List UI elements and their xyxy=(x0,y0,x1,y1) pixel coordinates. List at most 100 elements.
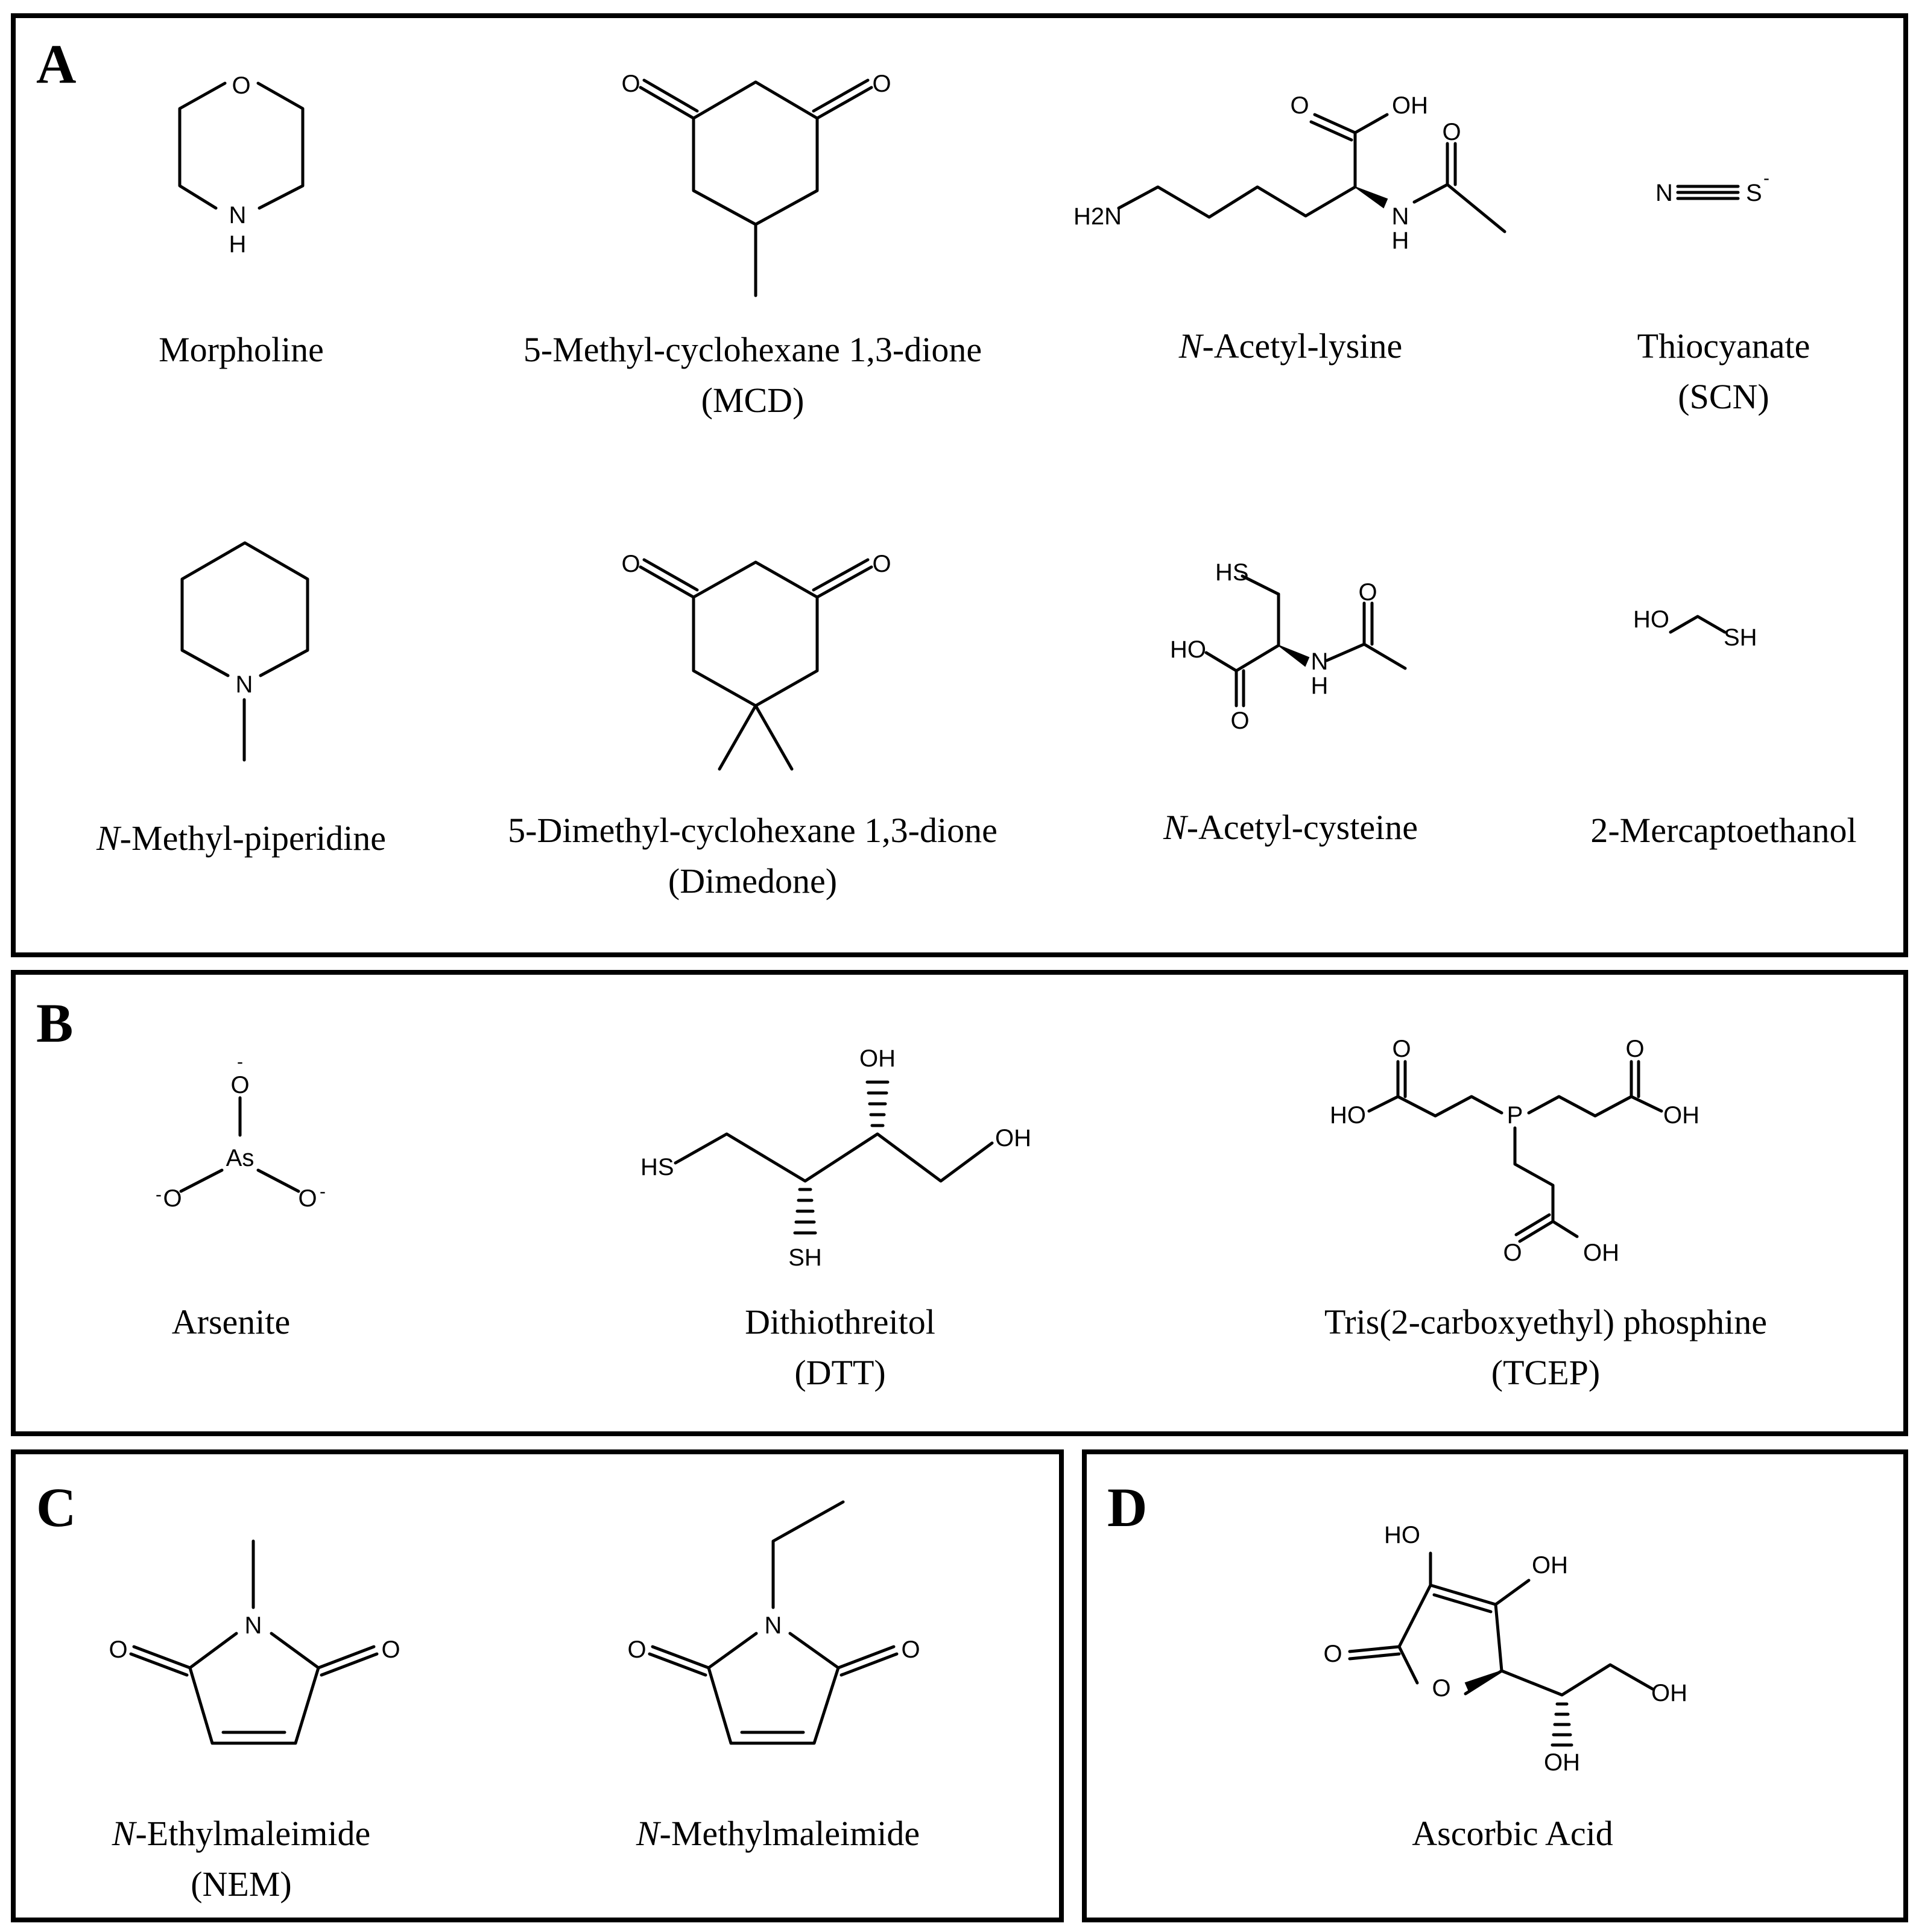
ascorbic-structure: HO OH O O OH OH xyxy=(1323,1522,1687,1776)
acetyl-cysteine-hs: HS xyxy=(1215,559,1249,586)
methyl-piperidine-name: -Methyl-piperidine xyxy=(119,819,387,858)
acetyl-lysine-h: H xyxy=(1392,227,1409,254)
nem-o-left: O xyxy=(109,1636,127,1663)
acetyl-lysine-oh: OH xyxy=(1392,92,1428,119)
mcd-caption: 5-Methyl-cyclohexane 1,3-dione (MCD) xyxy=(523,325,982,426)
panel-a-label: A xyxy=(36,33,77,95)
thiocyanate-charge: - xyxy=(1763,168,1769,188)
mercaptoethanol-caption: 2-Mercaptoethanol xyxy=(1590,805,1856,856)
tcep-ho-left: HO xyxy=(1330,1102,1366,1129)
arsenite-o-top: O xyxy=(230,1072,249,1098)
thiocyanate-s: S xyxy=(1746,180,1762,206)
tcep-name: Tris(2-carboxyethyl) phosphine xyxy=(1324,1302,1768,1341)
acetyl-lysine-name: -Acetyl-lysine xyxy=(1202,326,1403,366)
panel-b-label: B xyxy=(36,992,74,1054)
ascorbic-o-carbonyl: O xyxy=(1323,1641,1342,1667)
arsenite-name: Arsenite xyxy=(171,1302,291,1341)
mcd-structure: O O xyxy=(621,71,891,297)
mercaptoethanol-ho: HO xyxy=(1633,606,1669,633)
morpholine-structure: O N H xyxy=(178,72,305,258)
panel-d: D xyxy=(1082,1449,1908,1922)
acetyl-cysteine-h: H xyxy=(1311,673,1329,699)
morpholine-name: Morpholine xyxy=(159,330,324,369)
nmm-o-left: O xyxy=(627,1636,646,1663)
mcd-abbr: (MCD) xyxy=(701,381,805,420)
nmm-structure: N O O xyxy=(627,1500,920,1745)
arsenite-structure: - O As - O O - xyxy=(156,1052,326,1212)
acetyl-lysine-o-carbonyl: O xyxy=(1290,92,1309,119)
morpholine-caption: Morpholine xyxy=(159,325,324,375)
methyl-piperidine-n: N xyxy=(236,671,253,698)
dtt-structure: HS SH OH OH xyxy=(640,1045,1031,1271)
ascorbic-oh-bottom: OH xyxy=(1544,1749,1580,1776)
tcep-o-bottom: O xyxy=(1503,1240,1522,1266)
thiocyanate-name: Thiocyanate xyxy=(1637,326,1810,366)
nmm-name: -Methylmaleimide xyxy=(659,1814,920,1853)
nem-caption: N-Ethylmaleimide (NEM) xyxy=(112,1808,370,1910)
nmm-caption: N-Methylmaleimide xyxy=(636,1808,920,1859)
tcep-o-right: O xyxy=(1625,1036,1644,1062)
nem-prefix: N xyxy=(112,1814,136,1853)
thiocyanate-structure: N S - xyxy=(1655,168,1769,206)
thiocyanate-n: N xyxy=(1655,180,1673,206)
dtt-oh-top: OH xyxy=(859,1045,896,1072)
thiocyanate-abbr: (SCN) xyxy=(1678,377,1769,417)
arsenite-caption: Arsenite xyxy=(172,1297,291,1348)
morpholine-o-atom: O xyxy=(232,72,250,99)
nmm-prefix: N xyxy=(636,1814,660,1853)
acetyl-lysine-prefix: N xyxy=(1178,326,1203,366)
dimedone-o-left: O xyxy=(621,551,640,577)
acetyl-cysteine-prefix: N xyxy=(1163,808,1187,847)
nmm-o-right: O xyxy=(901,1636,920,1663)
morpholine-h-atom: H xyxy=(229,231,247,258)
acetyl-lysine-o-amide: O xyxy=(1442,119,1461,145)
tcep-o-left: O xyxy=(1392,1036,1411,1062)
dimedone-o-right: O xyxy=(872,551,891,577)
panel-d-label: D xyxy=(1107,1477,1148,1538)
acetyl-lysine-caption: N-Acetyl-lysine xyxy=(1179,321,1402,372)
mercaptoethanol-sh: SH xyxy=(1724,624,1757,651)
ascorbic-oh-right: OH xyxy=(1651,1680,1687,1706)
acetyl-lysine-structure: H2N O OH O N H xyxy=(1073,92,1506,254)
arsenite-charge-right: - xyxy=(320,1182,326,1202)
panel-c: C xyxy=(11,1449,1064,1922)
tcep-oh-bottom: OH xyxy=(1583,1240,1619,1266)
dimedone-structure: O O xyxy=(621,551,891,771)
morpholine-n-atom: N xyxy=(229,202,247,229)
acetyl-cysteine-caption: N-Acetyl-cysteine xyxy=(1163,802,1418,853)
acetyl-cysteine-o-amide: O xyxy=(1358,579,1377,606)
methyl-piperidine-structure: N xyxy=(180,541,309,762)
arsenite-o-left: O xyxy=(163,1185,182,1212)
nem-abbr: (NEM) xyxy=(191,1864,292,1904)
methyl-piperidine-prefix: N xyxy=(96,819,120,858)
thiocyanate-caption: Thiocyanate (SCN) xyxy=(1637,321,1810,422)
mcd-o-left: O xyxy=(621,71,640,97)
mcd-name: 5-Methyl-cyclohexane 1,3-dione xyxy=(523,330,982,369)
dtt-abbr: (DTT) xyxy=(794,1353,886,1393)
acetyl-lysine-nh2: H2N xyxy=(1073,203,1122,230)
ascorbic-name: Ascorbic Acid xyxy=(1412,1814,1613,1853)
acetyl-cysteine-n: N xyxy=(1311,648,1329,675)
tcep-p: P xyxy=(1507,1102,1523,1129)
ascorbic-o-ring: O xyxy=(1432,1675,1450,1702)
nem-name: -Ethylmaleimide xyxy=(135,1814,371,1853)
arsenite-charge-left: - xyxy=(156,1185,162,1205)
mcd-o-right: O xyxy=(872,71,891,97)
arsenite-o-right: O xyxy=(298,1185,317,1212)
ascorbic-caption: Ascorbic Acid xyxy=(1412,1808,1613,1859)
panel-a: A xyxy=(11,13,1908,957)
arsenite-as: As xyxy=(226,1145,254,1171)
tcep-structure: P O HO O OH O OH xyxy=(1330,1036,1699,1266)
tcep-caption: Tris(2-carboxyethyl) phosphine (TCEP) xyxy=(1324,1297,1767,1398)
dtt-hs: HS xyxy=(640,1154,674,1180)
panel-c-label: C xyxy=(36,1477,77,1538)
dimedone-name: 5-Dimethyl-cyclohexane 1,3-dione xyxy=(508,811,997,850)
methyl-piperidine-caption: N-Methyl-piperidine xyxy=(96,813,386,864)
acetyl-cysteine-name: -Acetyl-cysteine xyxy=(1186,808,1418,847)
dtt-caption: Dithiothreitol (DTT) xyxy=(745,1297,935,1398)
mercaptoethanol-name: 2-Mercaptoethanol xyxy=(1590,811,1857,850)
dimedone-caption: 5-Dimethyl-cyclohexane 1,3-dione (Dimedo… xyxy=(508,805,997,907)
dimedone-abbr: (Dimedone) xyxy=(668,861,838,901)
dtt-name: Dithiothreitol xyxy=(745,1302,935,1341)
acetyl-lysine-n: N xyxy=(1392,203,1409,230)
